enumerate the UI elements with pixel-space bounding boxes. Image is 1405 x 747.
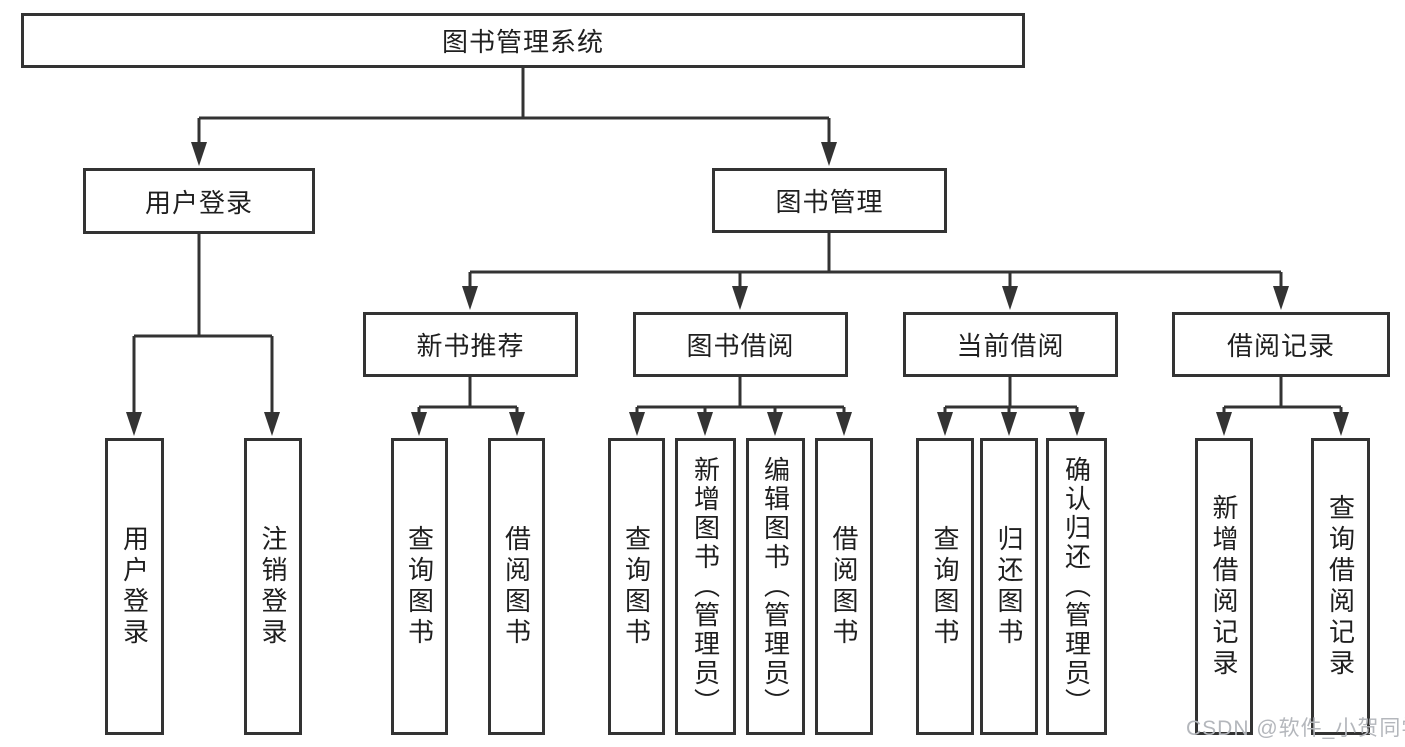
leaf-label: 查询图书	[621, 524, 652, 649]
node-book-borrow: 图书借阅	[633, 312, 848, 377]
arrow-icon	[697, 412, 713, 436]
connector-sec3-to-leaves	[1222, 377, 1343, 422]
node-user-login: 用户登录	[83, 168, 315, 234]
arrow-icon	[937, 412, 953, 436]
leaf-query-borrow-record: 查询借阅记录	[1311, 438, 1370, 735]
node-book-management: 图书管理	[712, 168, 947, 233]
node-borrow-records: 借阅记录	[1172, 312, 1390, 377]
leaf-label: 借阅图书	[501, 524, 532, 649]
leaf-edit-book-admin: 编辑图书（管理员）	[746, 438, 805, 735]
leaf-query-books-recommend: 查询图书	[391, 438, 448, 735]
node-current-borrow: 当前借阅	[903, 312, 1118, 377]
arrow-icon	[509, 412, 525, 436]
arrow-icon	[264, 412, 280, 436]
leaf-label: 查询图书	[404, 524, 435, 649]
leaf-label: 归还图书	[994, 524, 1024, 649]
arrow-icon	[1001, 412, 1017, 436]
leaf-borrow-books-borrow: 借阅图书	[815, 438, 873, 735]
arrow-icon	[1069, 412, 1085, 436]
arrowheads	[126, 142, 1349, 436]
leaf-label: 新增借阅记录	[1209, 493, 1239, 680]
arrow-icon	[1002, 286, 1018, 310]
leaf-add-book-admin: 新增图书（管理员）	[675, 438, 736, 735]
leaf-confirm-return-admin: 确认归还（管理员）	[1046, 438, 1107, 735]
arrow-icon	[462, 286, 478, 310]
leaf-logout: 注销登录	[244, 438, 302, 735]
arrow-icon	[1273, 286, 1289, 310]
leaf-label: 编辑图书（管理员）	[760, 456, 791, 717]
arrow-icon	[191, 142, 207, 166]
arrow-icon	[732, 286, 748, 310]
node-new-book-recommend: 新书推荐	[363, 312, 578, 377]
leaf-add-borrow-record: 新增借阅记录	[1195, 438, 1253, 735]
leaf-query-books-borrow: 查询图书	[608, 438, 665, 735]
leaf-query-books-current: 查询图书	[916, 438, 974, 735]
connector-root-to-level2	[197, 68, 831, 150]
arrow-icon	[821, 142, 837, 166]
leaf-label: 注销登录	[258, 524, 288, 649]
arrow-icon	[629, 412, 645, 436]
arrow-icon	[411, 412, 427, 436]
leaf-label: 查询借阅记录	[1325, 493, 1356, 680]
connector-sec1-to-leaves	[635, 377, 846, 422]
leaf-return-book: 归还图书	[980, 438, 1038, 735]
arrow-icon	[836, 412, 852, 436]
connector-mgmt-to-sections	[468, 233, 1283, 296]
connector-login-to-leaves	[132, 234, 274, 422]
leaf-label: 借阅图书	[829, 524, 859, 649]
csdn-watermark: CSDN @软件_小贺同学	[1186, 717, 1405, 740]
leaf-borrow-books-recommend: 借阅图书	[488, 438, 545, 735]
arrow-icon	[1216, 412, 1232, 436]
arrow-icon	[1333, 412, 1349, 436]
node-root: 图书管理系统	[21, 13, 1025, 68]
connector-sec0-to-leaves	[417, 377, 519, 422]
leaf-label: 用户登录	[119, 524, 150, 649]
arrow-icon	[767, 412, 783, 436]
leaf-label: 查询图书	[930, 524, 960, 649]
leaf-label: 确认归还（管理员）	[1061, 456, 1092, 717]
arrow-icon	[126, 412, 142, 436]
leaf-user-login: 用户登录	[105, 438, 164, 735]
leaf-label: 新增图书（管理员）	[690, 456, 721, 717]
